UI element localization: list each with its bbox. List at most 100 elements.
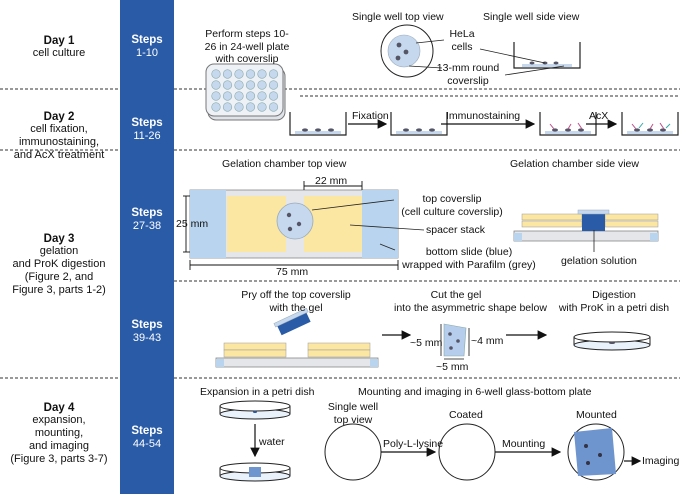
cut-line-0: Cut the gel	[430, 289, 482, 301]
cut-line-1: into the asymmetric shape below	[394, 301, 547, 314]
side-coverslip-pointer	[504, 65, 565, 76]
perform-line-2: with coverslip	[215, 53, 279, 65]
steps-1-label: Steps	[131, 34, 163, 46]
day2-sub-0: cell fixation,	[30, 123, 88, 135]
plate-well	[222, 102, 233, 112]
day2-sub-2: and AcX treatment	[13, 149, 105, 161]
steps-1: Steps 1-10	[120, 34, 174, 60]
steps-3-range: 27-38	[132, 220, 162, 232]
day2-sub-1: immunostaining,	[18, 136, 100, 148]
plate-well	[245, 102, 256, 112]
immunostaining-label: Immunostaining	[446, 110, 521, 122]
gelation-chamber-top-view	[189, 189, 399, 259]
steps-2-range: 11-26	[133, 130, 161, 142]
day2-well-4	[621, 112, 679, 136]
perform-line-1: 26 in 24-well plate	[204, 40, 290, 53]
steps-5: Steps 44-54	[120, 425, 174, 451]
plate-well	[268, 69, 279, 79]
coverslip-label: 13-mm round coverslip	[428, 62, 508, 87]
steps-2: Steps 11-26	[120, 117, 174, 143]
plate-well	[222, 91, 233, 101]
day4-sub-2: and imaging	[29, 440, 89, 452]
coverslip-pointer	[408, 65, 443, 69]
day2-block: Day 2 cell fixation, immunostaining, and…	[0, 111, 118, 162]
steps-2-label: Steps	[131, 117, 163, 129]
top-coverslip-line-1: (cell culture coverslip)	[401, 205, 503, 218]
steps-4-range: 39-43	[132, 332, 162, 344]
top-coverslip-line-0: top coverslip	[422, 193, 482, 205]
digestion-label: Digestion with ProK in a petri dish	[552, 289, 676, 314]
plate-well	[245, 69, 256, 79]
hela-pointer	[415, 39, 445, 44]
plate-well	[245, 80, 256, 90]
steps-4: Steps 39-43	[120, 319, 174, 345]
dim-4mm: ~4 mm	[471, 335, 504, 347]
digestion-line-0: Digestion	[592, 289, 636, 301]
day1-sub-0: cell culture	[32, 47, 86, 59]
plate-well	[257, 102, 267, 112]
spacer-label: spacer stack	[426, 224, 485, 236]
steps-bar	[120, 0, 174, 494]
steps-4-label: Steps	[131, 319, 163, 331]
water-label: water	[259, 436, 285, 448]
well-empty	[324, 423, 382, 481]
day1-title: Day 1	[43, 35, 75, 47]
plate-well	[257, 91, 267, 101]
digestion-line-1: with ProK in a petri dish	[558, 301, 670, 314]
petri-dish-expanded	[219, 462, 291, 482]
well-mounted	[567, 423, 625, 481]
day3-sub-1: and ProK digestion	[12, 258, 106, 270]
day4-sub-0: expansion,	[32, 414, 86, 426]
well-plate-24	[205, 63, 286, 121]
plate-well	[211, 91, 221, 101]
single-well-top-view	[380, 24, 434, 78]
hela-label: HeLa cells	[445, 28, 479, 53]
day3-sub-0: gelation	[39, 245, 79, 257]
pry-label: Pry off the top coverslip with the gel	[228, 289, 364, 314]
bottom-slide-line-1: wrapped with Parafilm (grey)	[402, 258, 536, 271]
hela-line-0: HeLa	[449, 28, 475, 40]
day2-wells	[289, 112, 679, 136]
acx-label: AcX	[589, 110, 609, 122]
mounted-label: Mounted	[576, 409, 617, 421]
day4-sub-1: mounting,	[34, 427, 84, 439]
coverslip-line-1: coverslip	[447, 74, 489, 87]
plate-well	[234, 91, 244, 101]
dim-5mm-a: ~5 mm	[410, 337, 443, 349]
plate-well	[211, 102, 221, 112]
expansion-title: Expansion in a petri dish	[200, 386, 315, 398]
side-hela-pointer	[479, 48, 546, 64]
petri-dish-expansion	[219, 400, 291, 420]
pry-off-illustration	[215, 307, 379, 368]
poly-label: Poly-L-lysine	[383, 438, 444, 450]
plate-well	[268, 80, 279, 90]
pry-line-1: with the gel	[269, 301, 323, 314]
dim-5mm-b: ~5 mm	[436, 361, 469, 373]
single-well-side-view	[513, 42, 581, 69]
dimension-lines	[183, 181, 399, 270]
single-well-top-title: Single well top view	[352, 11, 444, 23]
day2-well-1	[289, 112, 347, 136]
mounting-title: Mounting and imaging in 6-well glass-bot…	[358, 386, 592, 398]
perform-steps-text: Perform steps 10- 26 in 24-well plate wi…	[190, 28, 304, 66]
plate-well	[222, 69, 233, 79]
coated-label: Coated	[449, 409, 483, 421]
dim-75mm: 75 mm	[276, 266, 309, 278]
spacer-pointer	[349, 224, 425, 231]
top-coverslip-label: top coverslip (cell culture coverslip)	[382, 193, 522, 218]
plate-well	[234, 69, 244, 79]
top-coverslip-pointer	[311, 199, 395, 211]
steps-3: Steps 27-38	[120, 207, 174, 233]
plate-well	[245, 91, 256, 101]
plate-well	[222, 80, 233, 90]
single-well-line-1: top view	[333, 413, 373, 426]
day4-block: Day 4 expansion, mounting, and imaging (…	[0, 402, 118, 466]
bottom-slide-label: bottom slide (blue) wrapped with Parafil…	[384, 246, 554, 271]
day3-block: Day 3 gelation and ProK digestion (Figur…	[0, 233, 118, 297]
single-well-side-title: Single well side view	[483, 11, 580, 23]
bottom-slide-pointer	[379, 243, 396, 251]
cut-label: Cut the gel into the asymmetric shape be…	[394, 289, 547, 314]
day2-well-2	[390, 112, 448, 136]
plate-well	[234, 102, 244, 112]
